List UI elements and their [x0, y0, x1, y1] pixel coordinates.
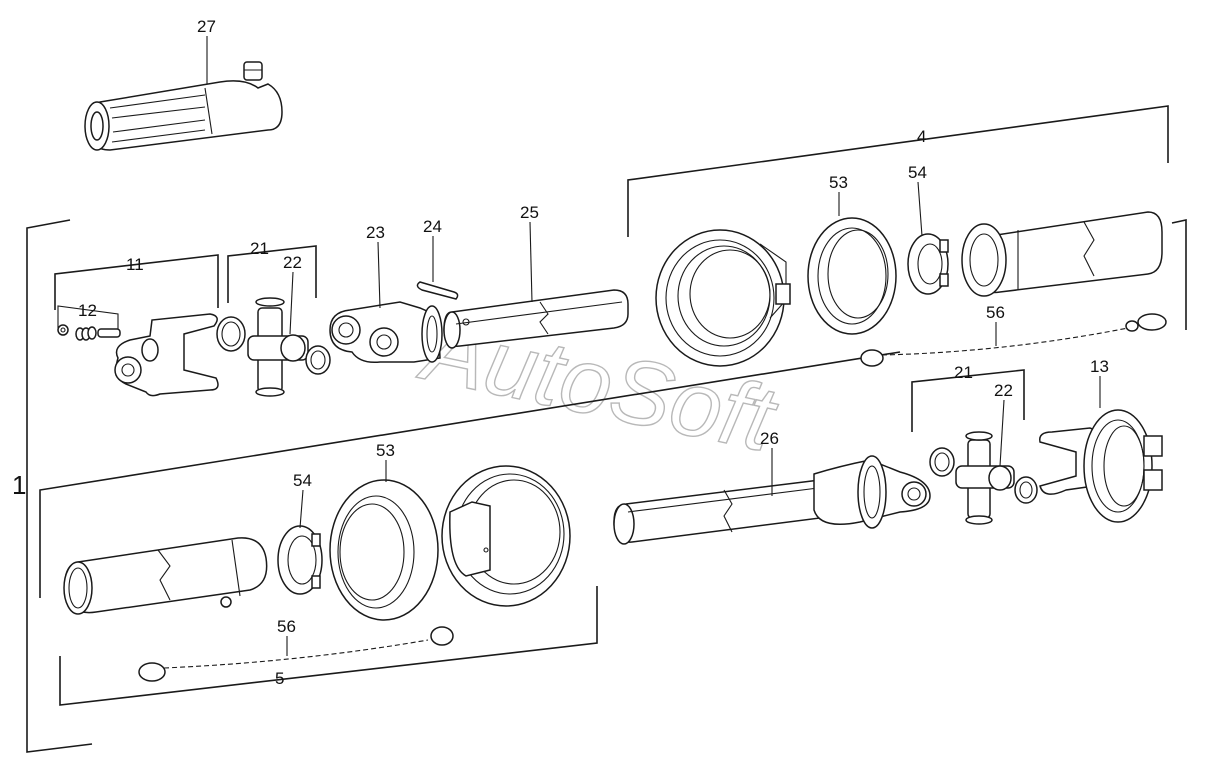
callout-53-bottom: 53	[376, 441, 395, 460]
part-12-pin-set	[57, 324, 121, 341]
part-21-cross-top	[216, 297, 331, 397]
callout-54-bottom: 54	[293, 471, 312, 490]
part-53-bearing-ring-top	[807, 217, 897, 335]
part-guard-cone-bottom	[441, 465, 571, 607]
bracket-11	[54, 254, 219, 310]
callout-54-top: 54	[908, 163, 927, 182]
part-53-guard-cone-top	[655, 229, 791, 367]
callout-56-bottom: 56	[277, 617, 296, 636]
part-23-inner-yoke	[329, 301, 443, 364]
callout-22-right: 22	[994, 381, 1013, 400]
bracket-21-top	[227, 245, 317, 303]
part-26-outer-tube	[613, 455, 931, 545]
callout-4: 4	[917, 127, 926, 146]
bracket-4-lower	[1171, 219, 1187, 330]
callout-25: 25	[520, 203, 539, 222]
part-4-outer-guard-tube	[961, 211, 1163, 297]
bracket-21-right	[911, 369, 1025, 432]
part-56-chain-top	[860, 313, 1167, 367]
bracket-12	[57, 305, 119, 332]
bracket-5	[59, 586, 598, 706]
callout-23: 23	[366, 223, 385, 242]
callout-26: 26	[760, 429, 779, 448]
callout-21-right: 21	[954, 363, 973, 382]
callout-24: 24	[423, 217, 442, 236]
part-56-chain-bottom	[138, 626, 454, 682]
callout-22-top: 22	[283, 253, 302, 272]
part-53-bearing-ring-bottom	[329, 479, 439, 621]
leader-lines	[206, 36, 1101, 656]
part-13-yoke-with-bearing	[1039, 409, 1163, 523]
part-27-shaft-adapter	[84, 61, 283, 151]
part-54-clip-top	[907, 233, 949, 295]
part-21-cross-right	[929, 431, 1038, 525]
callout-11: 11	[126, 255, 144, 274]
callout-12: 12	[78, 301, 97, 320]
callout-labels: 27 4 53 54 56 11 21 22 12 23 24 25 1 21 …	[12, 17, 1109, 688]
callout-5: 5	[275, 669, 284, 688]
bracket-1	[26, 219, 93, 753]
callout-13: 13	[1090, 357, 1109, 376]
row-divider	[39, 351, 901, 598]
callout-56-top: 56	[986, 303, 1005, 322]
callout-53-top: 53	[829, 173, 848, 192]
part-25-inner-tube	[443, 289, 629, 349]
callout-27: 27	[197, 17, 216, 36]
part-5-lower-guard-tube	[63, 537, 268, 615]
bracket-4	[627, 105, 1169, 237]
part-24-pin	[416, 281, 459, 300]
callout-1: 1	[12, 470, 26, 500]
callout-21-top: 21	[250, 239, 269, 258]
part-11-yoke	[114, 313, 219, 397]
part-54-clip-bottom	[277, 525, 323, 595]
